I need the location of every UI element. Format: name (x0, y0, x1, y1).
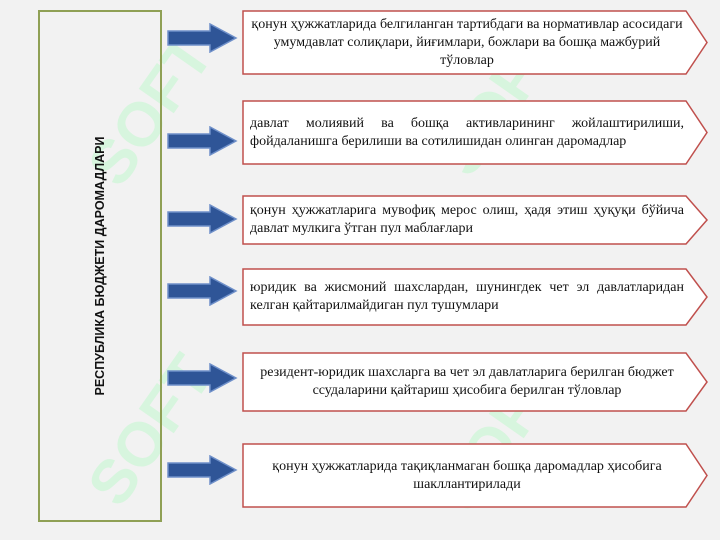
revenue-item: қонун ҳужжатларида белгиланган тартибдаг… (242, 10, 708, 75)
revenue-item-text: қонун ҳужжатларида белгиланган тартибдаг… (251, 16, 683, 68)
arrow-right-icon (167, 276, 238, 306)
revenue-item-text: юридик ва жисмоний шахслардан, шунингдек… (250, 280, 684, 313)
arrow-right-icon (167, 455, 238, 485)
arrow-right-icon (167, 23, 238, 53)
revenue-item-text: қонун ҳужжатларида тақиқланмаган бошқа д… (272, 458, 662, 492)
revenue-item-text: қонун ҳужжатларига мувофиқ мерос олиш, ҳ… (250, 203, 684, 236)
revenue-item: резидент-юридик шахсларга ва чет эл давл… (242, 352, 708, 412)
revenue-item: қонун ҳужжатларига мувофиқ мерос олиш, ҳ… (242, 195, 708, 245)
revenue-item-text: резидент-юридик шахсларга ва чет эл давл… (260, 365, 674, 398)
arrow-right-icon (167, 204, 238, 234)
revenue-item: давлат молиявий ва бошқа активларининг ж… (242, 100, 708, 165)
arrow-right-icon (167, 363, 238, 393)
title-box: РЕСПУБЛИКА БЮДЖЕТИ ДАРОМАДЛАРИ (38, 10, 162, 522)
revenue-item: қонун ҳужжатларида тақиқланмаган бошқа д… (242, 443, 708, 508)
revenue-item: юридик ва жисмоний шахслардан, шунингдек… (242, 268, 708, 326)
revenue-item-text: давлат молиявий ва бошқа активларининг ж… (250, 115, 684, 149)
arrow-right-icon (167, 126, 238, 156)
diagram-title: РЕСПУБЛИКА БЮДЖЕТИ ДАРОМАДЛАРИ (93, 136, 107, 396)
